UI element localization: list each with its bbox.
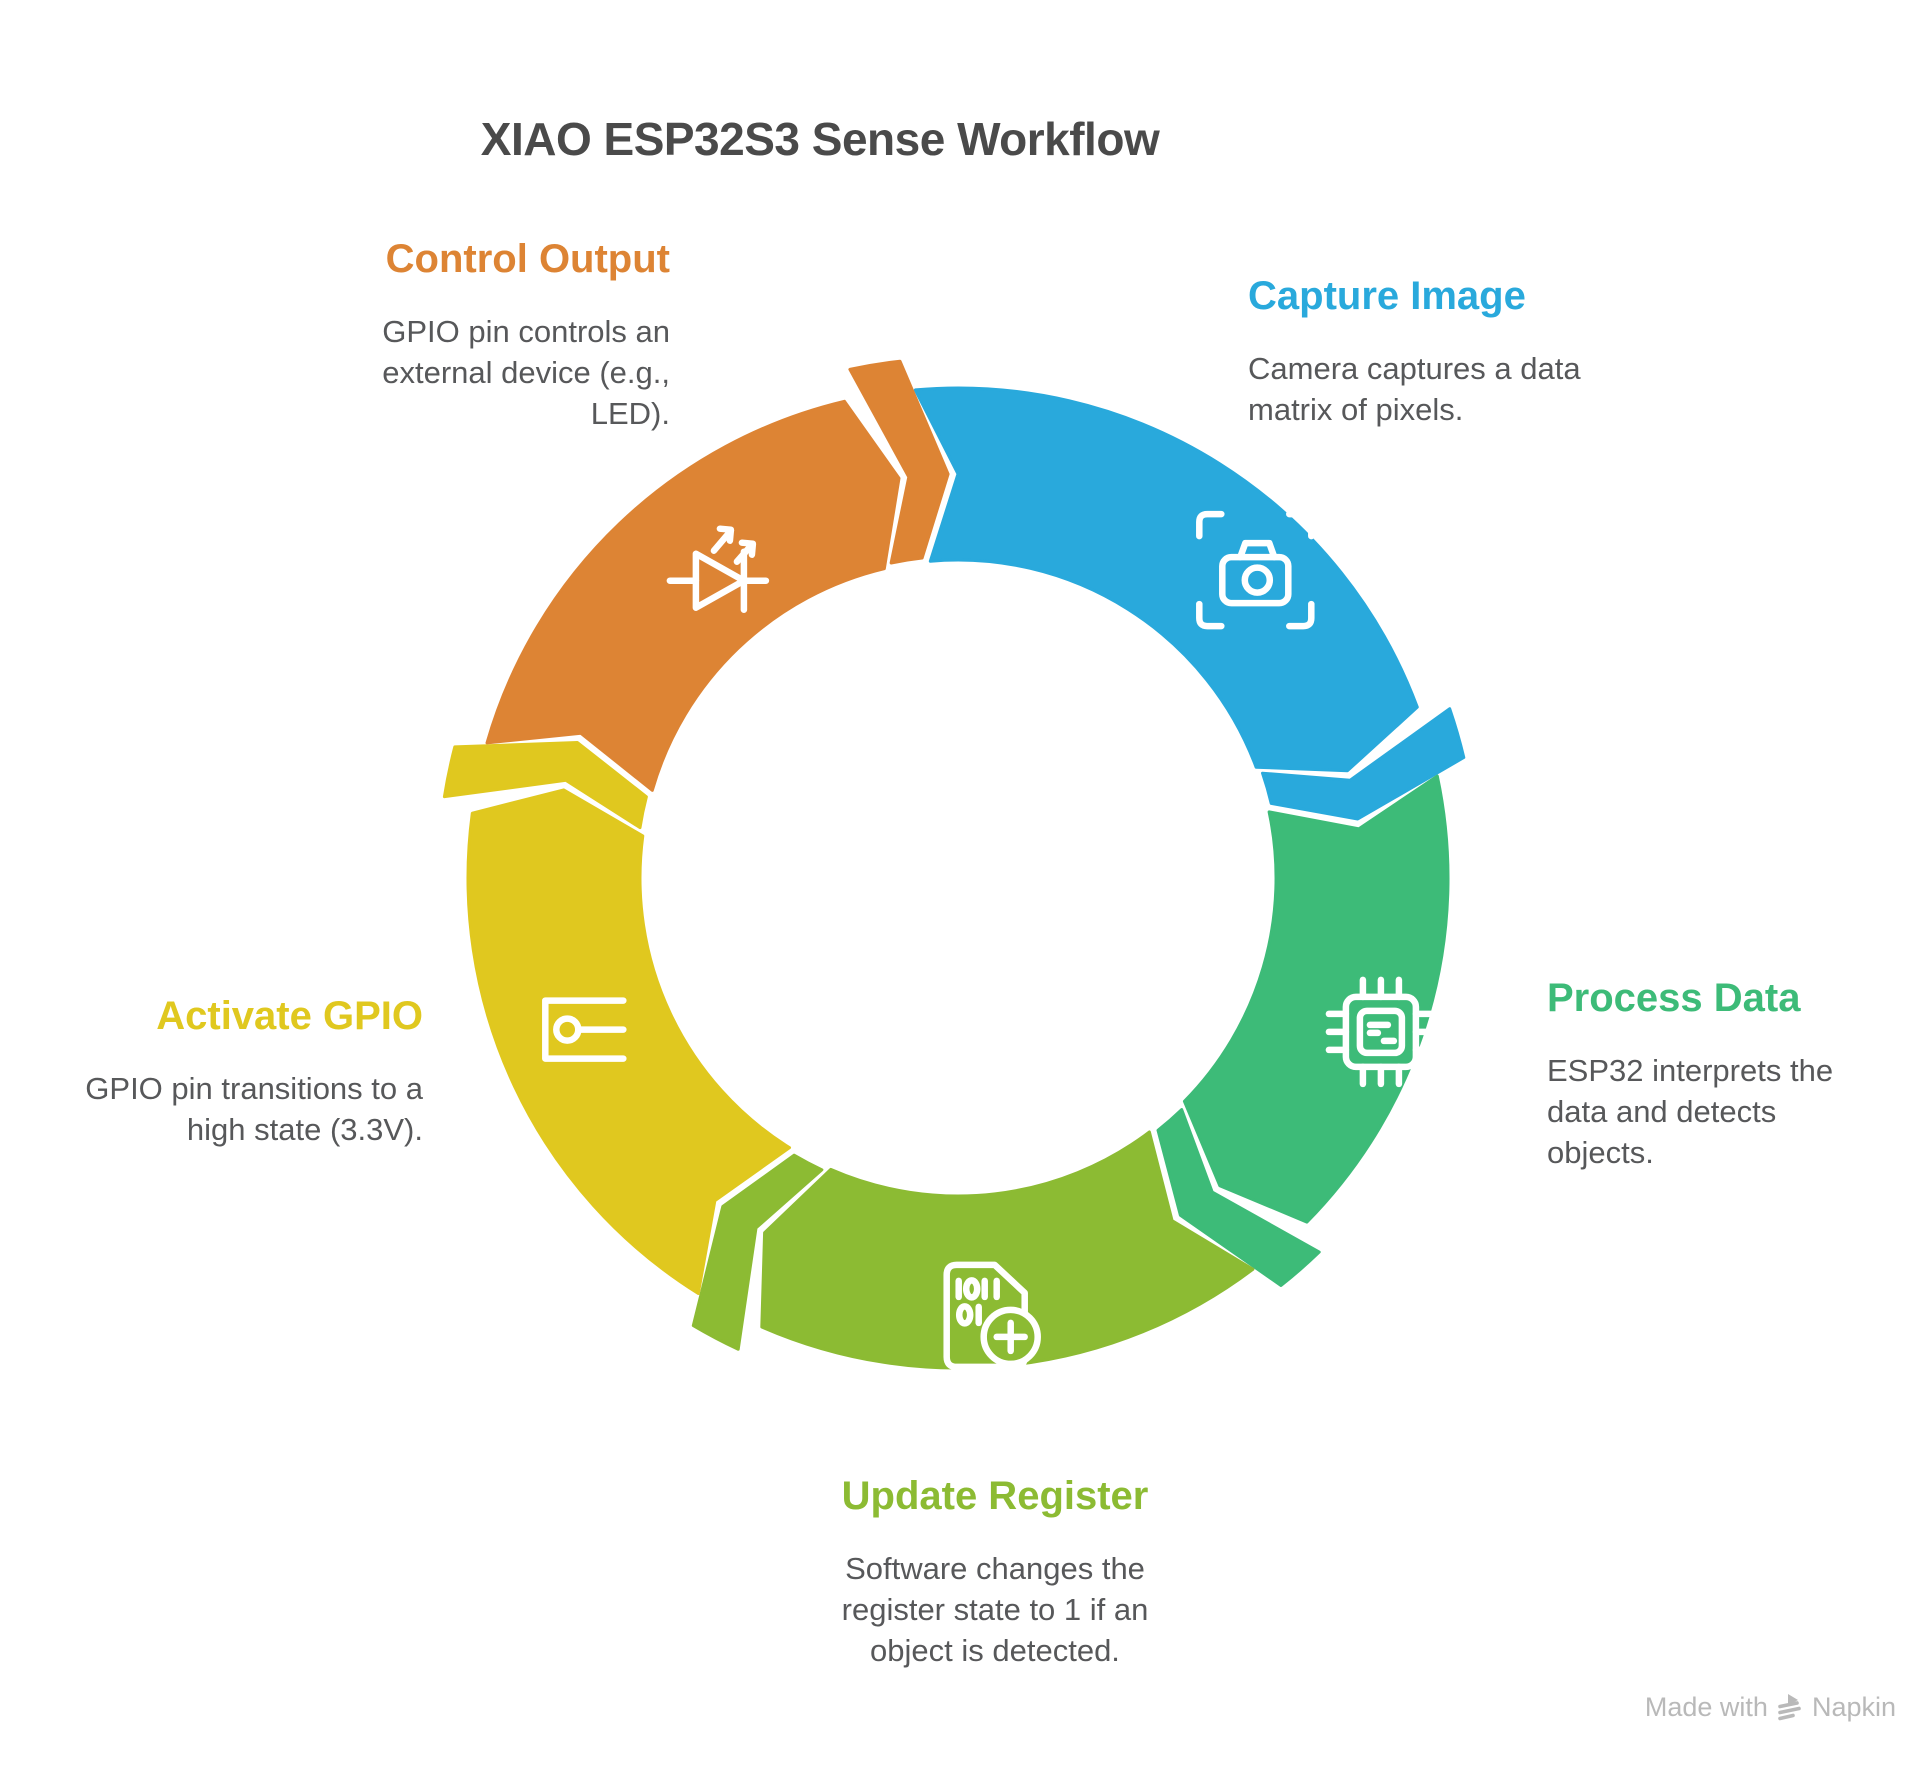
step-update-register-label: Update Register xyxy=(841,1474,1149,1518)
step-capture-image-label: Capture Image xyxy=(1248,274,1526,318)
step-capture-image: Capture Image Camera captures a data mat… xyxy=(1248,272,1678,430)
chip-icon xyxy=(1325,976,1437,1088)
step-activate-gpio-label: Activate GPIO xyxy=(156,994,423,1038)
step-process-data: Process Data ESP32 interprets the data a… xyxy=(1547,974,1920,1173)
step-process-data-description: ESP32 interprets the data and detects ob… xyxy=(1547,1053,1834,1170)
segment-process-data-arrowhead xyxy=(1156,1108,1321,1287)
gpio-pin-icon xyxy=(542,997,627,1062)
led-icon xyxy=(666,525,770,613)
segment-update-register-arrowhead xyxy=(691,1153,824,1351)
napkin-logo-icon xyxy=(1778,1693,1801,1720)
segment-control-output-arrowhead xyxy=(848,359,950,565)
watermark-text: Made with xyxy=(1644,1692,1768,1722)
watermark-brand: Napkin xyxy=(1811,1692,1896,1722)
step-control-output-label: Control Output xyxy=(385,237,670,281)
step-control-output-description: GPIO pin controls an external device (e.… xyxy=(382,314,670,431)
watermark: Made with Napkin xyxy=(1645,1692,1896,1723)
segment-capture-image-arrowhead xyxy=(1261,707,1466,821)
step-update-register: Update Register Software changes the reg… xyxy=(735,1472,1255,1671)
step-activate-gpio: Activate GPIO GPIO pin transitions to a … xyxy=(23,992,423,1150)
binary-document-icon xyxy=(943,1261,1041,1371)
segment-activate-gpio xyxy=(466,788,791,1295)
step-update-register-description: Software changes the register state to 1… xyxy=(841,1551,1149,1668)
segment-activate-gpio-arrowhead xyxy=(442,741,648,830)
segment-capture-image xyxy=(913,386,1419,773)
camera-icon xyxy=(1196,510,1315,630)
step-capture-image-description: Camera captures a data matrix of pixels. xyxy=(1248,351,1581,427)
step-control-output: Control Output GPIO pin controls an exte… xyxy=(270,235,670,434)
step-process-data-label: Process Data xyxy=(1547,976,1801,1020)
step-activate-gpio-description: GPIO pin transitions to a high state (3.… xyxy=(85,1071,423,1147)
segment-update-register xyxy=(760,1130,1255,1370)
page-title: XIAO ESP32S3 Sense Workflow xyxy=(480,113,1160,165)
segment-process-data xyxy=(1182,774,1450,1224)
